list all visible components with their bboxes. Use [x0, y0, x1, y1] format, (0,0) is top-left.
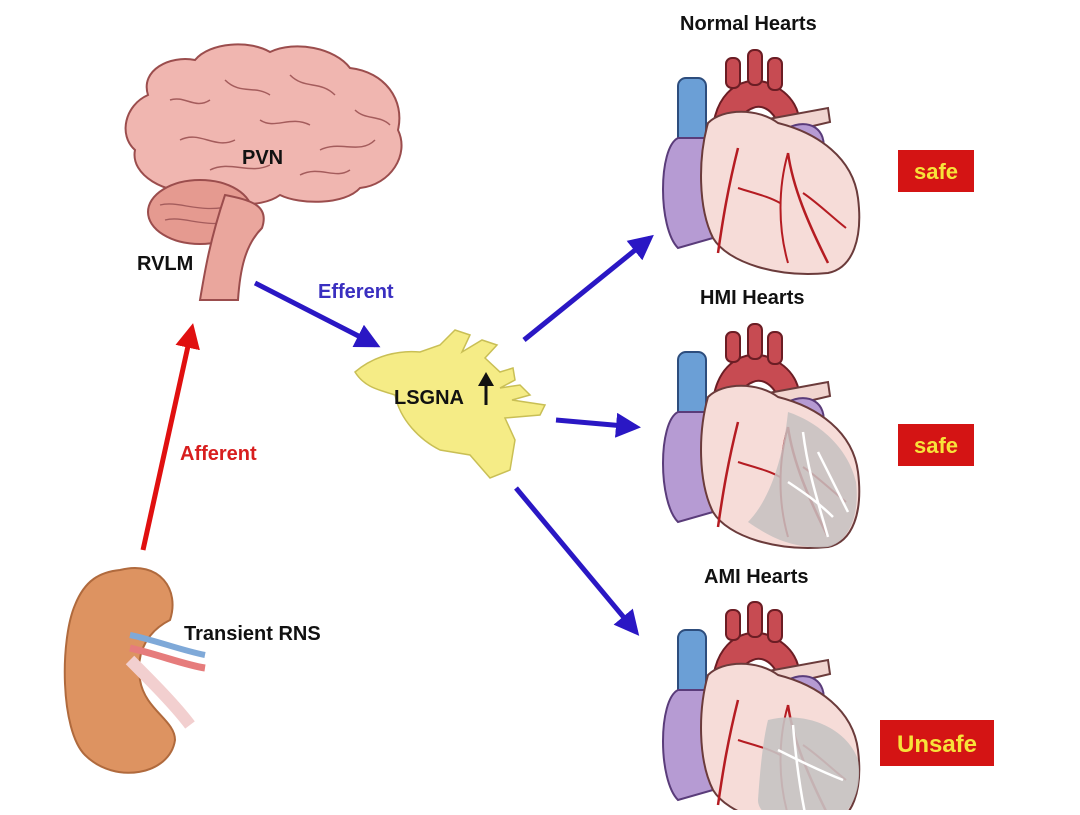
arrow-to-hmi-hearts [555, 412, 641, 438]
afferent-label: Afferent [180, 443, 257, 465]
pvn-label: PVN [242, 147, 283, 169]
up-arrow-icon [478, 372, 494, 405]
lsg-ganglion [354, 329, 547, 479]
transient-rns-label: Transient RNS [184, 623, 321, 645]
normal-hearts-title: Normal Hearts [680, 13, 817, 35]
ami-heart-illustration [661, 600, 861, 815]
ami-hearts-title: AMI Hearts [704, 566, 808, 588]
efferent-arrow [253, 280, 381, 348]
normal-heart-illustration [661, 48, 861, 276]
lsgna-label: LSGNA [394, 387, 464, 409]
arrow-to-ami-hearts [514, 486, 640, 636]
afferent-arrow [140, 323, 200, 551]
brain-illustration [124, 43, 403, 301]
efferent-label: Efferent [318, 281, 394, 303]
hmi-hearts-title: HMI Hearts [700, 287, 804, 309]
rvlm-label: RVLM [137, 253, 193, 275]
safe-badge-normal: safe [898, 150, 974, 192]
kidney-illustration [63, 567, 206, 774]
arrow-to-normal-hearts [522, 234, 654, 342]
safe-badge-hmi-text: safe [914, 433, 958, 458]
hmi-heart-illustration [661, 322, 861, 550]
safe-badge-normal-text: safe [914, 159, 958, 184]
unsafe-badge-ami-text: Unsafe [897, 731, 977, 758]
unsafe-badge-ami: Unsafe [880, 720, 994, 766]
safe-badge-hmi: safe [898, 424, 974, 466]
